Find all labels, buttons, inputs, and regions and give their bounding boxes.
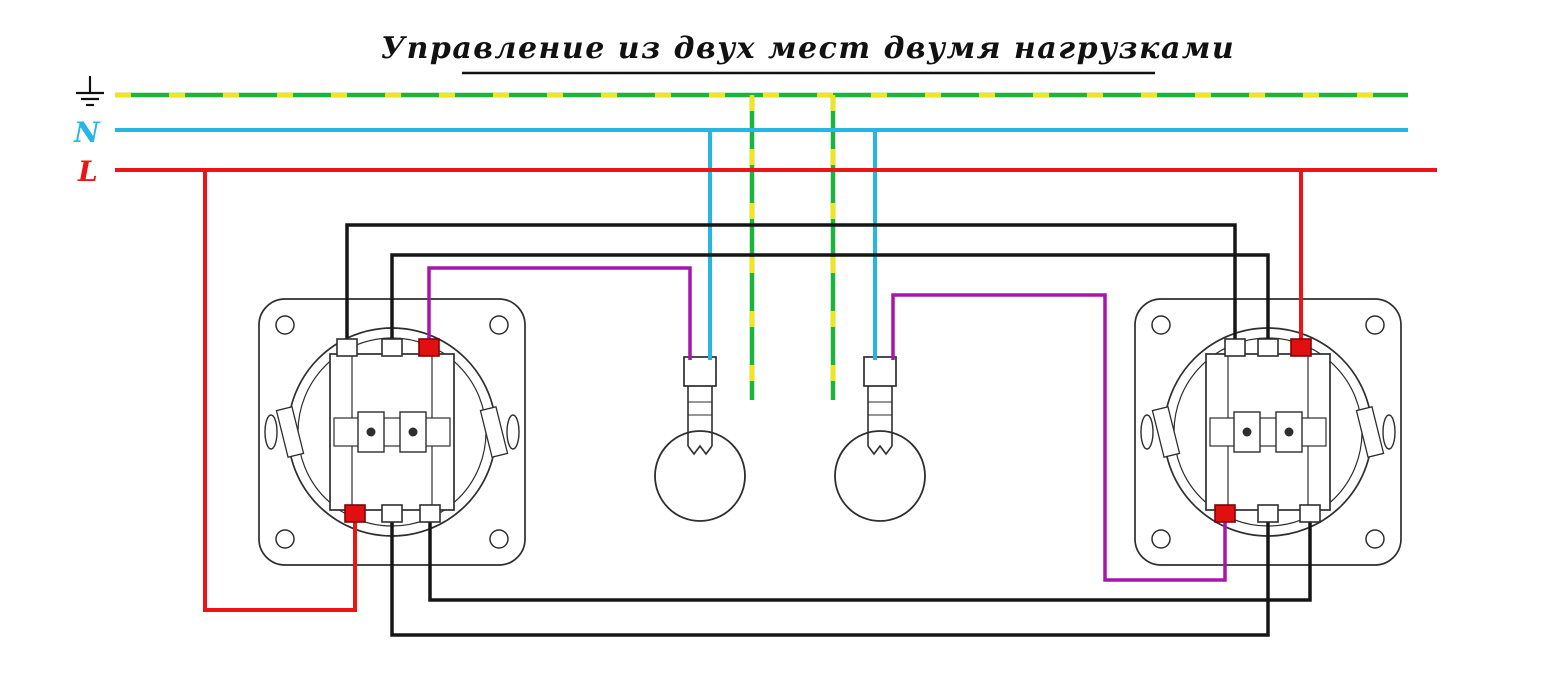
devices-layer bbox=[258, 298, 1402, 566]
bulb-glass bbox=[834, 430, 926, 522]
screw-terminal bbox=[1257, 338, 1279, 357]
diagram-title: Управление из двух мест двумя нагрузками bbox=[381, 31, 1236, 66]
rocker-pivot bbox=[366, 427, 376, 437]
corner-screw-hole bbox=[275, 529, 295, 549]
screw-terminal bbox=[336, 338, 358, 357]
corner-screw-hole bbox=[1151, 315, 1171, 335]
rocker-pivot bbox=[1284, 427, 1294, 437]
fixing-claw-right bbox=[1355, 405, 1385, 459]
lamp-2 bbox=[834, 356, 926, 522]
red-marked-terminal bbox=[1214, 504, 1236, 523]
red-marked-terminal bbox=[418, 338, 440, 357]
red-marked-terminal bbox=[344, 504, 366, 523]
wire-traveler-bottom-2 bbox=[390, 510, 1270, 637]
rocker-pivot bbox=[408, 427, 418, 437]
lamp-holder bbox=[683, 356, 717, 387]
filament bbox=[867, 444, 893, 456]
red-marked-terminal bbox=[1290, 338, 1312, 357]
side-slot bbox=[1140, 414, 1154, 450]
filament bbox=[687, 444, 713, 456]
screw-terminal bbox=[1299, 504, 1321, 523]
wire-traveler-top-2 bbox=[390, 253, 1270, 348]
screw-terminal bbox=[1224, 338, 1246, 357]
pass-through-switch-1 bbox=[258, 298, 526, 566]
rocker-pivot bbox=[1242, 427, 1252, 437]
screw-terminal bbox=[1257, 504, 1279, 523]
wires-layer bbox=[115, 92, 1437, 637]
rocker-band bbox=[333, 417, 451, 447]
pass-through-switch-2 bbox=[1134, 298, 1402, 566]
line-label: L bbox=[77, 155, 98, 188]
wire-lamp1-switched bbox=[427, 266, 692, 360]
wire-traveler-bottom-1 bbox=[428, 510, 1312, 602]
lamp-1 bbox=[654, 356, 746, 522]
wire-l-feed-left bbox=[203, 170, 357, 612]
screw-terminal bbox=[419, 504, 441, 523]
earth-ground-icon bbox=[76, 76, 104, 107]
corner-screw-hole bbox=[1151, 529, 1171, 549]
corner-screw-hole bbox=[489, 315, 509, 335]
terminals-layer bbox=[336, 338, 1321, 523]
lamp-holder bbox=[863, 356, 897, 387]
rocker-band bbox=[1209, 417, 1327, 447]
fixing-claw-right bbox=[479, 405, 509, 459]
screw-terminal bbox=[381, 504, 403, 523]
corner-screw-hole bbox=[275, 315, 295, 335]
side-slot bbox=[506, 414, 520, 450]
corner-screw-hole bbox=[489, 529, 509, 549]
side-slot bbox=[264, 414, 278, 450]
corner-screw-hole bbox=[1365, 315, 1385, 335]
fixing-claw-left bbox=[275, 405, 305, 459]
wire-traveler-top-1 bbox=[345, 223, 1237, 348]
fixing-claw-left bbox=[1151, 405, 1181, 459]
corner-screw-hole bbox=[1365, 529, 1385, 549]
wire-lamp2-switched bbox=[891, 293, 1227, 582]
screw-terminal bbox=[381, 338, 403, 357]
side-slot bbox=[1382, 414, 1396, 450]
bulb-glass bbox=[654, 430, 746, 522]
neutral-label: N bbox=[73, 116, 101, 149]
